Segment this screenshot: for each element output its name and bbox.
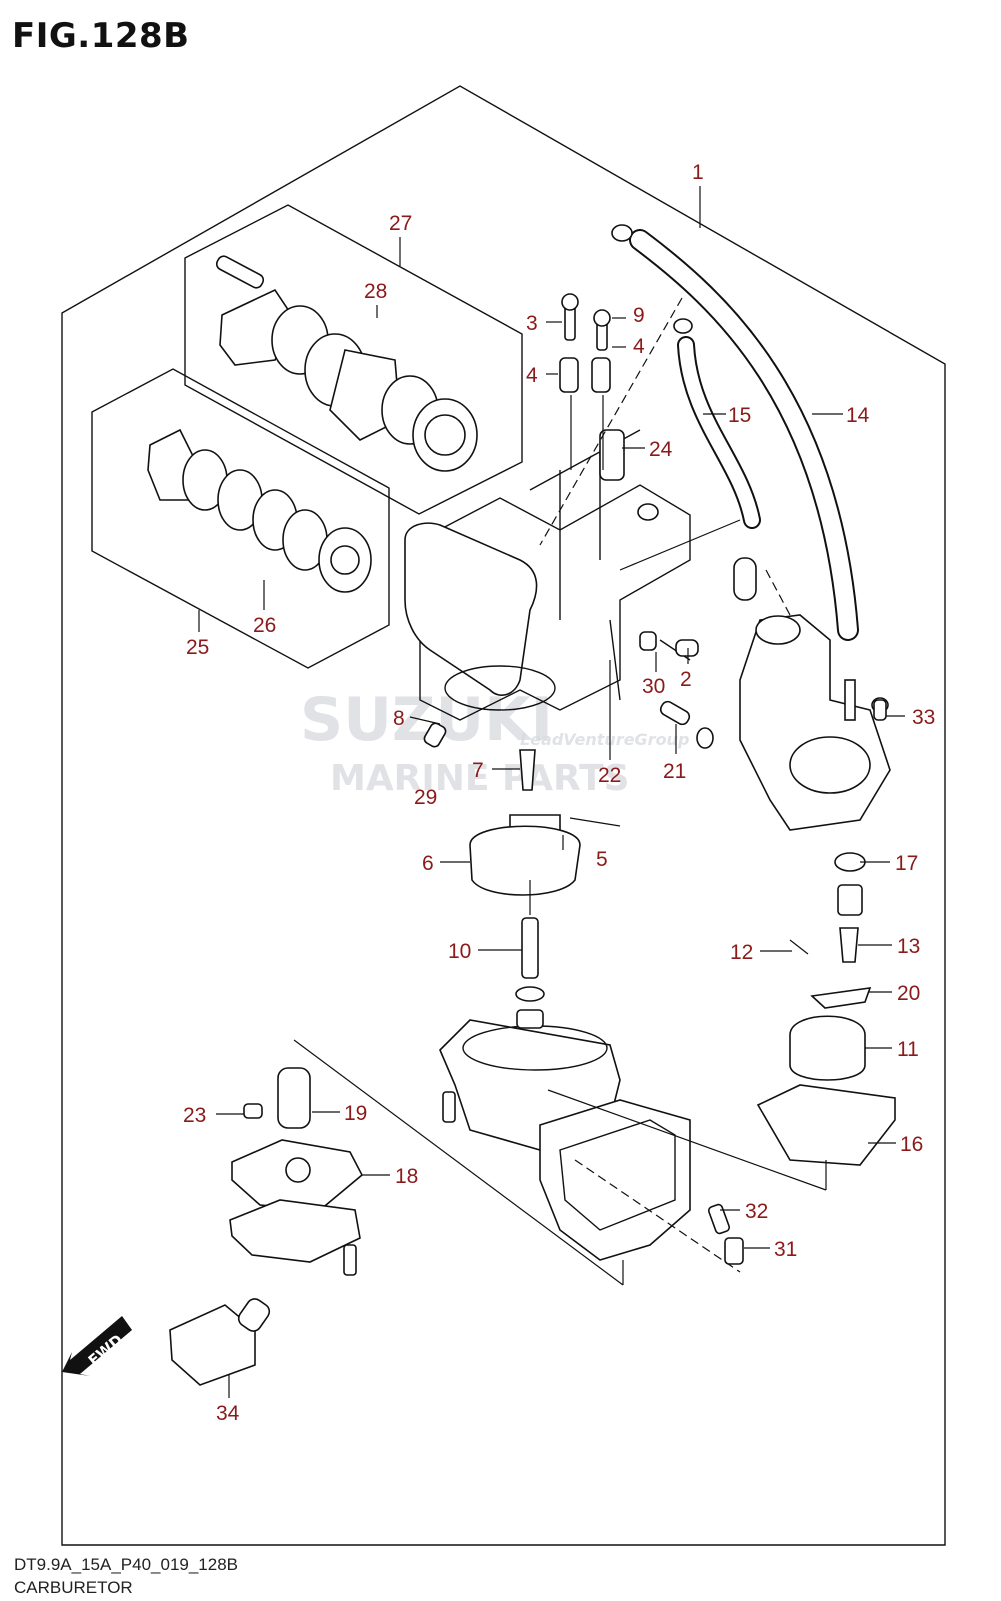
watermark-brand: SUZUKI	[300, 685, 553, 755]
callout-2: 2	[680, 668, 692, 691]
part-screw-33	[873, 699, 887, 721]
callout-34: 34	[216, 1402, 240, 1425]
part-plug-2	[675, 639, 699, 657]
part-float-6	[469, 825, 581, 896]
callout-6: 6	[422, 852, 434, 875]
callout-7: 7	[472, 759, 484, 782]
callout-12: 12	[730, 941, 753, 964]
callout-20: 20	[897, 982, 920, 1005]
callout-3: 3	[526, 312, 538, 335]
figure-title: FIG.128B	[12, 16, 190, 56]
part-float-11	[789, 1015, 866, 1081]
fuel-pump-assembly	[739, 614, 891, 831]
part-oring	[696, 727, 714, 749]
part-nut-23	[243, 1103, 263, 1119]
part-plug-17	[837, 884, 863, 916]
part-pin-12	[789, 939, 809, 955]
intake-body	[539, 1099, 691, 1261]
callout-29: 29	[414, 786, 437, 809]
callout-33: 33	[912, 706, 935, 729]
gasket-stack-28	[215, 255, 478, 472]
footer-name: CARBURETOR	[14, 1578, 133, 1597]
callout-4a: 4	[526, 364, 538, 387]
part-spring-4	[559, 357, 579, 393]
part-hose-15	[677, 336, 761, 529]
callout-10: 10	[448, 940, 471, 963]
leader-lines	[198, 186, 905, 1398]
callout-5: 5	[596, 848, 608, 871]
callout-24: 24	[649, 438, 673, 461]
part-screw-3-head	[561, 293, 579, 311]
part-clip-20	[810, 987, 872, 1009]
watermark-line2: MARINE PARTS	[330, 758, 630, 799]
part-plug-30	[639, 631, 657, 651]
part-tool-34	[169, 1298, 271, 1386]
callout-26: 26	[253, 614, 276, 637]
part-oring-10	[515, 986, 545, 1002]
main-outline	[61, 85, 946, 1546]
callout-15: 15	[728, 404, 751, 427]
callout-19: 19	[344, 1102, 367, 1125]
callout-32: 32	[745, 1200, 768, 1223]
part-filter	[733, 557, 757, 601]
part-clip	[611, 224, 633, 242]
assembly-lines	[539, 297, 791, 1273]
fwd-arrow: FWD	[62, 1316, 132, 1376]
callout-9: 9	[633, 304, 645, 327]
part-spring-31	[724, 1237, 744, 1265]
callout-23: 23	[183, 1104, 206, 1127]
callout-22: 22	[598, 764, 621, 787]
callout-31: 31	[774, 1238, 797, 1261]
part-jet-13	[839, 927, 859, 963]
part-needle-7	[519, 749, 536, 791]
part-screw-32	[707, 1203, 731, 1235]
connector-lines	[293, 395, 827, 1286]
gasket-stack-26	[147, 428, 372, 593]
part-hose-14	[629, 229, 859, 641]
footer-code: DT9.9A_15A_P40_019_128B	[14, 1555, 239, 1574]
watermark: SUZUKI MARINE PARTS LeadVentureGroup	[300, 685, 689, 799]
part-cover	[229, 1199, 361, 1263]
callout-1: 1	[692, 161, 704, 184]
part-screw-9-head	[593, 309, 611, 327]
callout-21: 21	[663, 760, 686, 783]
box-27	[184, 204, 523, 515]
part-jet-10	[521, 917, 539, 979]
part-screw	[343, 1244, 357, 1276]
carburetor-body	[404, 429, 691, 721]
box-25	[91, 368, 390, 669]
watermark-tag: LeadVentureGroup	[520, 730, 689, 749]
part-screw-29	[423, 722, 447, 748]
callout-8: 8	[393, 707, 405, 730]
part-gasket-16	[756, 1084, 896, 1166]
part-screw-21	[659, 700, 691, 726]
callout-16: 16	[900, 1133, 923, 1156]
part-clip	[673, 318, 693, 334]
callout-17: 17	[895, 852, 918, 875]
part-pin-5	[569, 817, 621, 827]
callout-11: 11	[897, 1038, 919, 1061]
callouts: 1 27 28 3 9 4 4 15 14 24 25 26 2 30 33 8…	[183, 161, 935, 1425]
callout-18: 18	[395, 1165, 418, 1188]
part-spring-19	[277, 1067, 311, 1129]
callout-4b: 4	[633, 335, 645, 358]
callout-13: 13	[897, 935, 920, 958]
callout-28: 28	[364, 280, 387, 303]
callout-30: 30	[642, 675, 665, 698]
callout-25: 25	[186, 636, 209, 659]
part-spring-4	[591, 357, 611, 393]
callout-27: 27	[389, 212, 412, 235]
callout-14: 14	[846, 404, 870, 427]
part-diaphragm-18-center	[285, 1157, 311, 1183]
